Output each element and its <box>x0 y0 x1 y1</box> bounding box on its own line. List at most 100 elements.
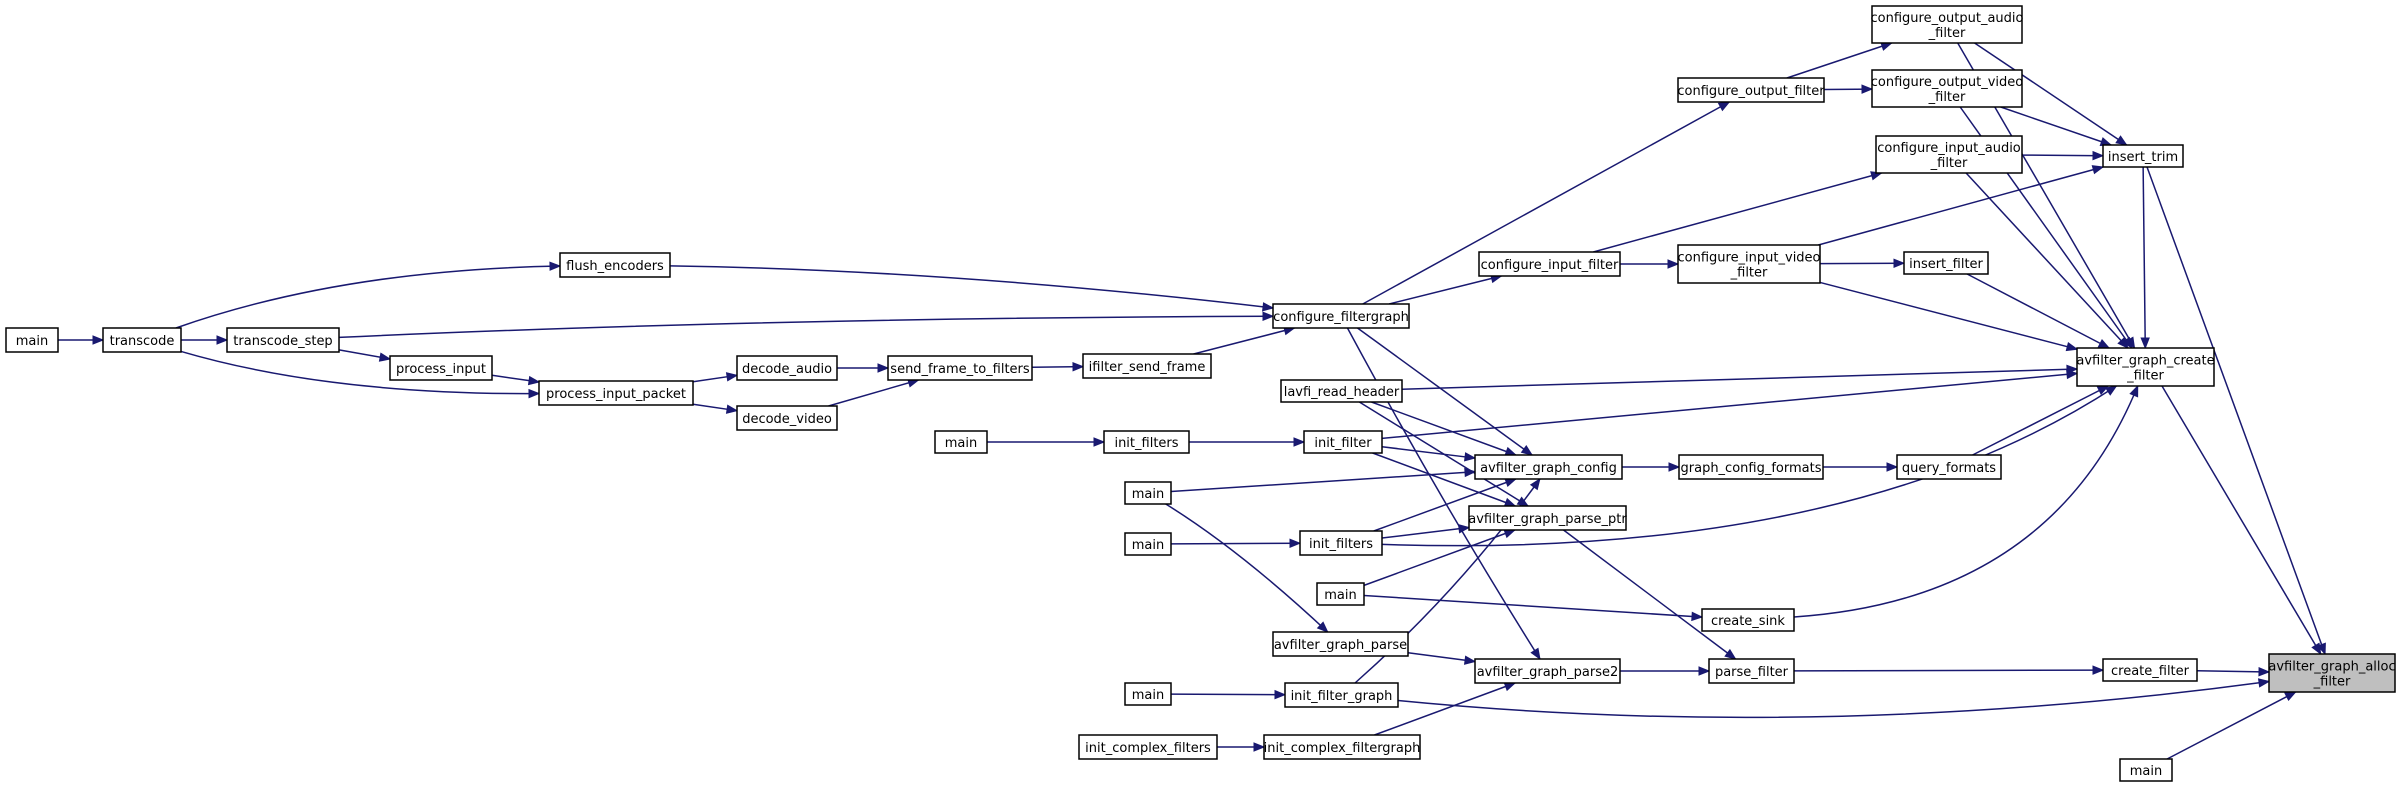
node-label: transcode <box>110 334 175 349</box>
node-main-a[interactable]: main <box>934 430 988 454</box>
node-graph-parse2[interactable]: avfilter_graph_parse2 <box>1474 658 1621 684</box>
node-query-formats[interactable]: query_formats <box>1896 454 2002 480</box>
edge-cfg_in_video-to-insert_filter <box>1819 258 1906 269</box>
node-init-filter-graph[interactable]: init_filter_graph <box>1284 682 1399 708</box>
node-decode-audio[interactable]: decode_audio <box>736 355 838 381</box>
node-main-br[interactable]: main <box>2119 758 2173 782</box>
edge-transcode-to-transcode_step <box>181 335 229 345</box>
node-init-complex-fg[interactable]: init_complex_filtergraph <box>1263 734 1421 760</box>
node-box <box>1871 69 2023 108</box>
node-graph-parse[interactable]: avfilter_graph_parse <box>1272 631 1409 657</box>
node-create-filter[interactable]: create_filter <box>2102 658 2198 682</box>
edge-init_filters_b-to-create_filter_g <box>1381 385 2118 547</box>
node-insert-filter[interactable]: insert_filter <box>1903 251 1989 275</box>
node-label: _filter <box>1930 156 1968 171</box>
node-box <box>736 355 838 381</box>
node-graph-config-formats[interactable]: graph_config_formats <box>1678 454 1824 480</box>
node-box <box>1103 430 1190 454</box>
arrowhead <box>2091 165 2105 175</box>
node-label: graph_config_formats <box>1681 461 1822 476</box>
edge-graph_config_formats-to-query_formats <box>1823 462 1899 472</box>
edge-cfg_filtergraph-to-graph_config <box>1357 327 1534 456</box>
node-cfg-in-audio[interactable]: configure_input_audio_filter <box>1875 135 2023 174</box>
node-parse-ptr[interactable]: avfilter_graph_parse_ptr <box>1468 505 1627 531</box>
node-label: decode_audio <box>742 362 832 377</box>
node-process-input[interactable]: process_input <box>389 355 493 381</box>
node-cfg-filtergraph[interactable]: configure_filtergraph <box>1272 303 1410 329</box>
edge-cfg_in_audio-to-insert_trim <box>2021 150 2105 161</box>
node-insert-trim[interactable]: insert_trim <box>2102 144 2184 168</box>
node-box <box>1468 505 1627 531</box>
node-graph-config[interactable]: avfilter_graph_config <box>1474 454 1623 480</box>
edge-main_t-to-transcode <box>58 335 105 345</box>
node-main-e[interactable]: main <box>1124 682 1172 706</box>
node-box <box>389 355 493 381</box>
node-init-filters-a[interactable]: init_filters <box>1103 430 1190 454</box>
arrowhead <box>1516 496 1530 507</box>
node-label: insert_trim <box>2108 150 2178 165</box>
arrowhead <box>2115 135 2128 146</box>
arrowhead <box>1503 497 1517 507</box>
node-create-sink[interactable]: create_sink <box>1701 608 1795 632</box>
node-label: configure_output_video <box>1871 75 2024 90</box>
arrowhead <box>1503 682 1517 692</box>
node-init-filter[interactable]: init_filter <box>1303 430 1383 454</box>
edge-cfg_in_audio-to-create_filter_g <box>1965 172 2129 349</box>
node-cfg-out-filter[interactable]: configure_output_filter <box>1677 77 1825 103</box>
node-transcode[interactable]: transcode <box>102 327 182 353</box>
node-transcode-step[interactable]: transcode_step <box>226 327 340 353</box>
node-send-frame[interactable]: send_frame_to_filters <box>887 355 1033 381</box>
arrowhead <box>527 375 541 386</box>
arrowhead <box>378 352 392 362</box>
node-box <box>1903 251 1989 275</box>
node-main-b[interactable]: main <box>1124 481 1172 505</box>
node-main-d[interactable]: main <box>1316 582 1365 606</box>
node-label: init_filters <box>1114 436 1178 451</box>
node-label: avfilter_graph_config <box>1480 461 1617 476</box>
arrowhead <box>1464 452 1477 462</box>
node-label: avfilter_graph_parse <box>1274 638 1407 653</box>
edge-lavfi_read-to-create_filter_g <box>1401 364 2079 390</box>
node-box <box>1316 582 1365 606</box>
arrowhead <box>2092 150 2105 161</box>
node-box <box>226 327 340 353</box>
arrowhead <box>1893 258 1906 269</box>
node-box <box>1272 303 1410 329</box>
edge-init_filter-to-create_filter_g <box>1381 369 2079 440</box>
node-root[interactable]: avfilter_graph_alloc_filter <box>2268 653 2396 693</box>
node-label: main <box>1324 588 1356 603</box>
node-label: query_formats <box>1902 461 1996 476</box>
node-label: process_input_packet <box>546 387 686 402</box>
node-label: send_frame_to_filters <box>890 362 1030 377</box>
node-label: configure_output_filter <box>1677 84 1825 99</box>
node-main-c[interactable]: main <box>1124 532 1172 556</box>
node-cfg-out-audio[interactable]: configure_output_audio_filter <box>1871 5 2024 44</box>
node-box <box>1299 530 1383 556</box>
node-process-input-packet[interactable]: process_input_packet <box>538 380 694 406</box>
node-decode-video[interactable]: decode_video <box>736 405 838 431</box>
edge-parse_filter-to-create_filter <box>1793 665 2105 675</box>
node-box <box>934 430 988 454</box>
node-cfg-in-filter[interactable]: configure_input_filter <box>1478 251 1621 277</box>
node-init-complex-filters[interactable]: init_complex_filters <box>1078 734 1218 760</box>
edge-ifilter_send-to-cfg_filtergraph <box>1193 326 1296 355</box>
node-ifilter-send[interactable]: ifilter_send_frame <box>1082 353 1212 379</box>
arrowhead <box>2097 338 2111 349</box>
node-box <box>102 327 182 353</box>
node-box <box>1677 77 1825 103</box>
node-cfg-out-video[interactable]: configure_output_video_filter <box>1871 69 2024 108</box>
edge-parse_ptr-to-parse_filter <box>1563 529 1737 660</box>
node-flush-encoders[interactable]: flush_encoders <box>559 252 671 278</box>
arrowhead <box>2066 369 2079 380</box>
arrowhead <box>1274 689 1287 700</box>
node-init-filters-b[interactable]: init_filters <box>1299 530 1383 556</box>
arrowhead <box>725 404 739 414</box>
node-create-filter-g[interactable]: avfilter_graph_create_filter <box>2076 347 2215 387</box>
edge-graph_parse-to-graph_parse2 <box>1407 652 1477 665</box>
node-lavfi-read[interactable]: lavfi_read_header <box>1280 379 1403 403</box>
node-box <box>887 355 1033 381</box>
node-label: init_filter <box>1314 436 1372 451</box>
node-cfg-in-video[interactable]: configure_input_video_filter <box>1677 244 1821 284</box>
node-main-t[interactable]: main <box>5 327 59 353</box>
node-parse-filter[interactable]: parse_filter <box>1708 658 1795 684</box>
